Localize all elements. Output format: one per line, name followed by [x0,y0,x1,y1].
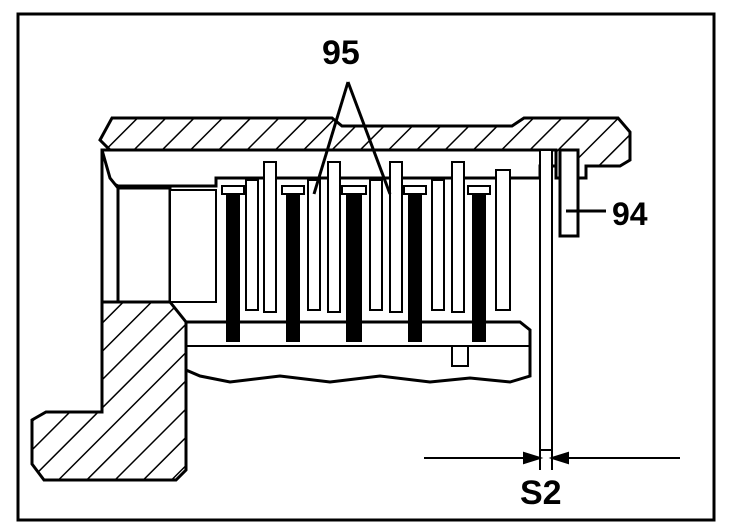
snap-ring-94 [558,148,580,238]
hub-inner-step [169,189,217,303]
friction-plates [226,192,486,342]
callout-94-label: 94 [612,196,648,232]
inner-hub-notch [451,345,469,367]
callout-95-label: 95 [322,34,360,72]
plate-caps [221,185,491,195]
hub-lower-section [30,300,188,482]
diagram-frame [16,12,716,522]
gap-dimension-label: S2 [520,474,562,512]
inner-hub-ring [184,320,532,384]
hub-inner-block [116,186,172,304]
dimension-s2 [424,440,680,470]
steel-plates [245,161,511,313]
pressure-plate [539,149,553,451]
callout-95-leaders [312,81,392,195]
